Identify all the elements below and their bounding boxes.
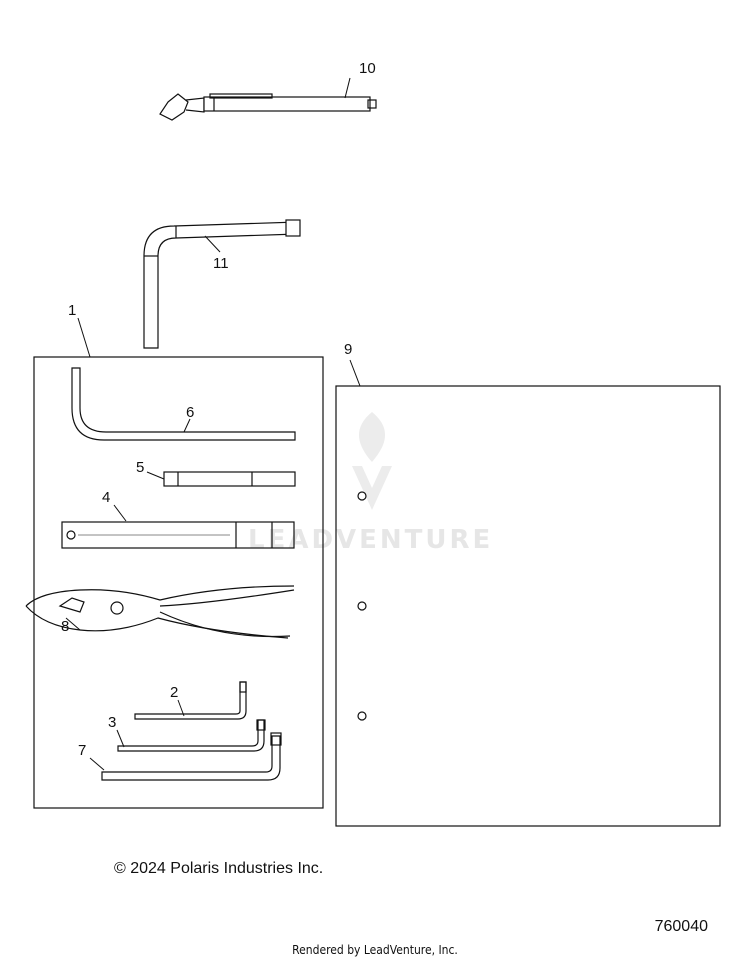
copyright-notice: © 2024 Polaris Industries Inc. xyxy=(114,860,324,877)
part-6-hex-key xyxy=(71,367,296,441)
callout-3: 3 xyxy=(108,714,116,731)
callout-2: 2 xyxy=(170,684,178,701)
callout-1: 1 xyxy=(68,302,76,319)
part-5-socket xyxy=(163,471,296,487)
callout-6: 6 xyxy=(186,404,194,421)
watermark: LEADVENTURE xyxy=(248,412,493,555)
part-4-plug-wrench xyxy=(61,521,295,549)
part-3-hex-key xyxy=(117,719,266,752)
part-10-wrench xyxy=(159,93,377,121)
part-1-tool-kit-box xyxy=(33,356,324,809)
callout-9: 9 xyxy=(344,341,352,358)
leader-lines xyxy=(65,77,361,771)
part-8-pliers xyxy=(25,585,295,639)
rendered-by-credit: Rendered by LeadVenture, Inc. xyxy=(292,943,458,957)
part-2-hex-key xyxy=(134,681,247,720)
callouts: 10 11 1 9 6 5 4 8 2 3 7 xyxy=(61,60,376,759)
watermark-text: LEADVENTURE xyxy=(248,525,493,555)
part-11-l-bar xyxy=(143,219,301,349)
watermark-flame-icon xyxy=(352,412,392,510)
callout-7: 7 xyxy=(78,742,86,759)
part-9-owners-manual xyxy=(335,385,721,827)
part-7-hex-key xyxy=(101,732,282,781)
callout-10: 10 xyxy=(359,60,376,77)
callout-5: 5 xyxy=(136,459,144,476)
callout-4: 4 xyxy=(102,489,110,506)
diagram-reference-number: 760040 xyxy=(654,918,708,935)
callout-8: 8 xyxy=(61,618,69,635)
callout-11: 11 xyxy=(213,255,229,272)
